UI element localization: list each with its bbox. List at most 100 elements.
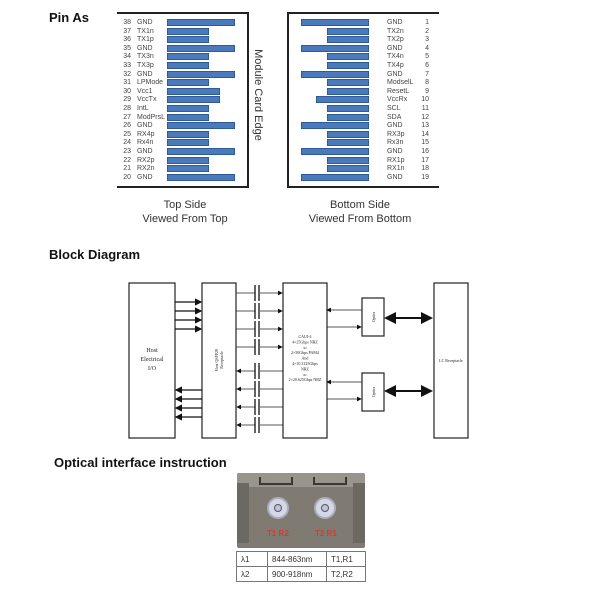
pin-name: ModPrsL (137, 113, 166, 121)
pin-name: GND (137, 19, 153, 26)
pin-number: 29 (123, 96, 131, 104)
pin-number: 30 (123, 87, 131, 95)
caui-label-line: 4×25Gbps NRZ (292, 339, 318, 344)
pin-number: 35 (123, 44, 131, 52)
pin-bar (167, 70, 235, 78)
host-io-label-3: I/O (148, 366, 157, 372)
pin-bar (167, 27, 209, 35)
pin-bar (327, 113, 369, 121)
pin-name: GND (137, 122, 153, 130)
pin-assignment-heading: Pin As (49, 10, 89, 25)
pin-number: 24 (123, 139, 131, 147)
pin-name: ResetL (387, 87, 410, 95)
pin-number: 13 (421, 122, 429, 130)
pin-number: 21 (123, 165, 131, 173)
optical-port-photo: T1 R2 T2 R1 (237, 473, 365, 548)
pin-bar (167, 165, 209, 173)
pin-name: TX3n (137, 53, 154, 61)
pin-bar (327, 130, 369, 138)
pin-bar (167, 44, 235, 52)
photo-side-right (353, 483, 365, 543)
block-diagram-heading: Block Diagram (49, 247, 141, 262)
pin-name: GND (137, 70, 153, 78)
pin-bar (167, 96, 220, 104)
pin-number: 1 (425, 19, 429, 26)
pin-bar (167, 79, 209, 87)
pin-number: 28 (123, 105, 131, 112)
pin-name: GND (387, 19, 403, 26)
pin-bar (327, 62, 369, 69)
optical-interface-heading: Optical interface instruction (54, 455, 227, 470)
pin-name: RX2n (137, 165, 155, 173)
ferrule-icon (321, 504, 329, 512)
pin-number: 4 (425, 44, 429, 52)
pin-number: 16 (421, 148, 429, 155)
pin-name: GND (387, 70, 403, 78)
lc-receptacle-box (433, 282, 469, 439)
caui-label-line: 2×50Gbps PAM4 (291, 350, 319, 355)
pin-name: GND (137, 173, 153, 181)
pin-bar (167, 148, 235, 155)
pin-name: RX2p (137, 156, 155, 164)
pin-bar (301, 70, 369, 78)
table-row: λ1 844-863nm T1,R1 (236, 551, 366, 567)
pin-row: 21 RX2n (117, 164, 245, 173)
pin-bar (167, 156, 209, 164)
pin-bar (327, 105, 369, 112)
pin-bar (167, 130, 209, 138)
pin-name: LPMode (137, 79, 164, 87)
pin-name: SCL (387, 105, 401, 112)
pin-bar (316, 96, 369, 104)
pin-number: 14 (421, 130, 429, 138)
pin-name: VccRx (387, 96, 408, 104)
top-side-caption-line1: Top Side (163, 199, 207, 211)
lc-receptacle-label: LC Receptacle (439, 358, 463, 363)
pin-bar (327, 36, 369, 44)
pin-name: RX1p (387, 156, 405, 164)
wavelength-table: λ1 844-863nm T1,R1 λ2 900-918nm T2,R2 (236, 551, 366, 582)
pin-number: 18 (421, 165, 429, 173)
photo-latch-right (313, 477, 347, 485)
pin-bar (167, 122, 235, 130)
pin-number: 25 (123, 130, 131, 138)
host-arrows (174, 298, 203, 421)
caui-label-line: And (302, 356, 309, 361)
top-side-caption: Top Side Viewed From Top (130, 198, 240, 226)
pin-number: 27 (123, 113, 131, 121)
pin-bar (327, 27, 369, 35)
pin-number: 12 (421, 113, 429, 121)
ports-cell: T2,R2 (326, 566, 366, 582)
pin-bar (167, 113, 209, 121)
receptacle-label-2: Receptacle (219, 351, 224, 369)
pin-number: 15 (421, 139, 429, 147)
pin-number: 22 (123, 156, 131, 164)
pin-bar (327, 165, 369, 173)
pin-number: 26 (123, 122, 131, 130)
host-io-label-2: Electrical (141, 357, 164, 363)
pin-bar (327, 139, 369, 147)
capacitor-lines (236, 285, 283, 433)
pin-number: 34 (123, 53, 131, 61)
pin-name: RX3p (387, 130, 405, 138)
pin-bar (167, 139, 209, 147)
caui-label-line: to (303, 345, 306, 350)
